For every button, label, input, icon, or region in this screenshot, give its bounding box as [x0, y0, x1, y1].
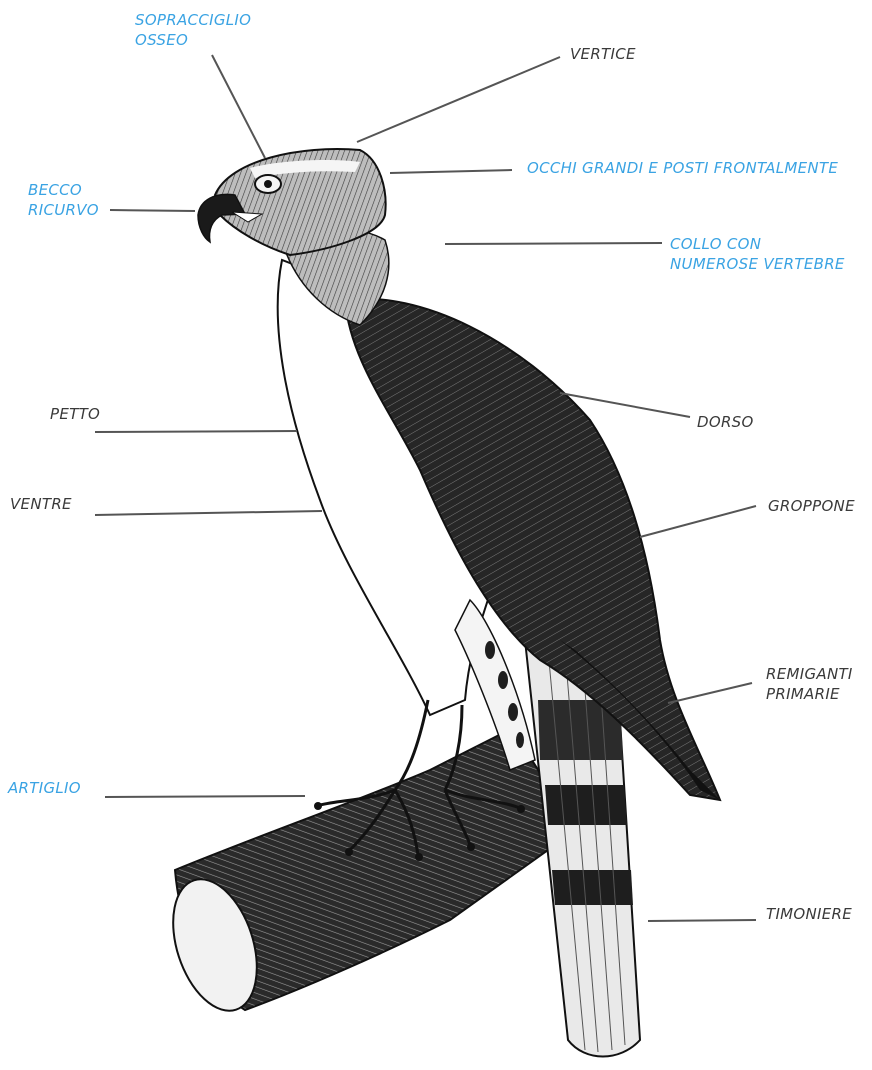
label-collo: COLLO CON NUMEROSE VERTEBRE — [670, 234, 845, 274]
label-timoniere: TIMONIERE — [766, 904, 852, 924]
leader-groppone — [640, 506, 756, 537]
label-occhi: OCCHI GRANDI E POSTI FRONTALMENTE — [527, 158, 838, 178]
leader-sopracciglio — [212, 55, 265, 158]
leader-timoniere — [648, 920, 756, 921]
label-ventre: VENTRE — [10, 494, 72, 514]
leader-artiglio — [105, 796, 305, 797]
leader-becco — [110, 210, 195, 211]
branch — [158, 732, 552, 1021]
leader-ventre — [95, 511, 322, 515]
leader-vertice — [357, 57, 560, 142]
label-remiganti-primarie: REMIGANTI PRIMARIE — [766, 664, 853, 704]
label-artiglio: ARTIGLIO — [8, 778, 81, 798]
label-vertice: VERTICE — [570, 44, 636, 64]
label-dorso: DORSO — [697, 412, 754, 432]
label-petto: PETTO — [50, 404, 100, 424]
leader-collo — [445, 243, 662, 244]
leader-petto — [95, 431, 297, 432]
label-sopracciglio-osseo: SOPRACCIGLIO OSSEO — [135, 10, 251, 50]
label-becco-ricurvo: BECCO RICURVO — [28, 180, 99, 220]
label-groppone: GROPPONE — [768, 496, 855, 516]
leader-remiganti — [668, 683, 752, 703]
leader-occhi — [390, 170, 512, 173]
